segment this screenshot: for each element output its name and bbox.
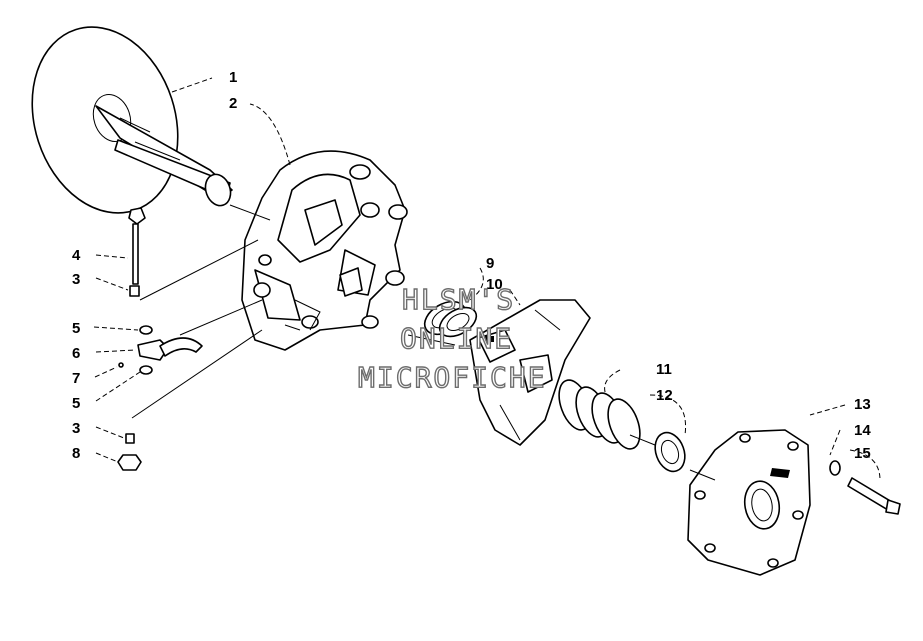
callout-6: 6	[72, 345, 81, 362]
roller-hardware	[117, 207, 203, 471]
callout-14: 14	[854, 422, 871, 439]
callout-10: 10	[486, 276, 503, 293]
leader-lines	[93, 77, 881, 481]
cover-plate	[687, 429, 811, 576]
washer-14	[829, 460, 841, 476]
callout-15: 15	[854, 445, 871, 462]
callout-4: 4	[72, 247, 81, 264]
callout-1: 1	[229, 69, 238, 86]
fixed-sheave	[31, 26, 233, 214]
movable-sheave	[241, 150, 408, 351]
callout-8: 8	[72, 445, 81, 462]
bushing	[654, 431, 686, 473]
callout-7: 7	[72, 370, 81, 387]
spring-seat	[423, 300, 478, 338]
spider-assembly	[469, 299, 591, 446]
callout-12: 12	[656, 387, 673, 404]
watermark-line-2: ONLINE	[399, 322, 514, 355]
callout-2: 2	[229, 95, 238, 112]
callout-9: 9	[486, 255, 495, 272]
watermark-line-3: MICROFICHE	[357, 361, 547, 394]
callout-3-lower: 3	[72, 420, 81, 437]
coil-spring	[558, 379, 641, 450]
callout-3-upper: 3	[72, 271, 81, 288]
callout-13: 13	[854, 396, 871, 413]
callout-5-lower: 5	[72, 395, 81, 412]
callout-11: 11	[656, 361, 672, 378]
callout-5-upper: 5	[72, 320, 81, 337]
watermark-line-1: HLSM'S	[401, 283, 516, 316]
bolt-15	[847, 477, 901, 515]
